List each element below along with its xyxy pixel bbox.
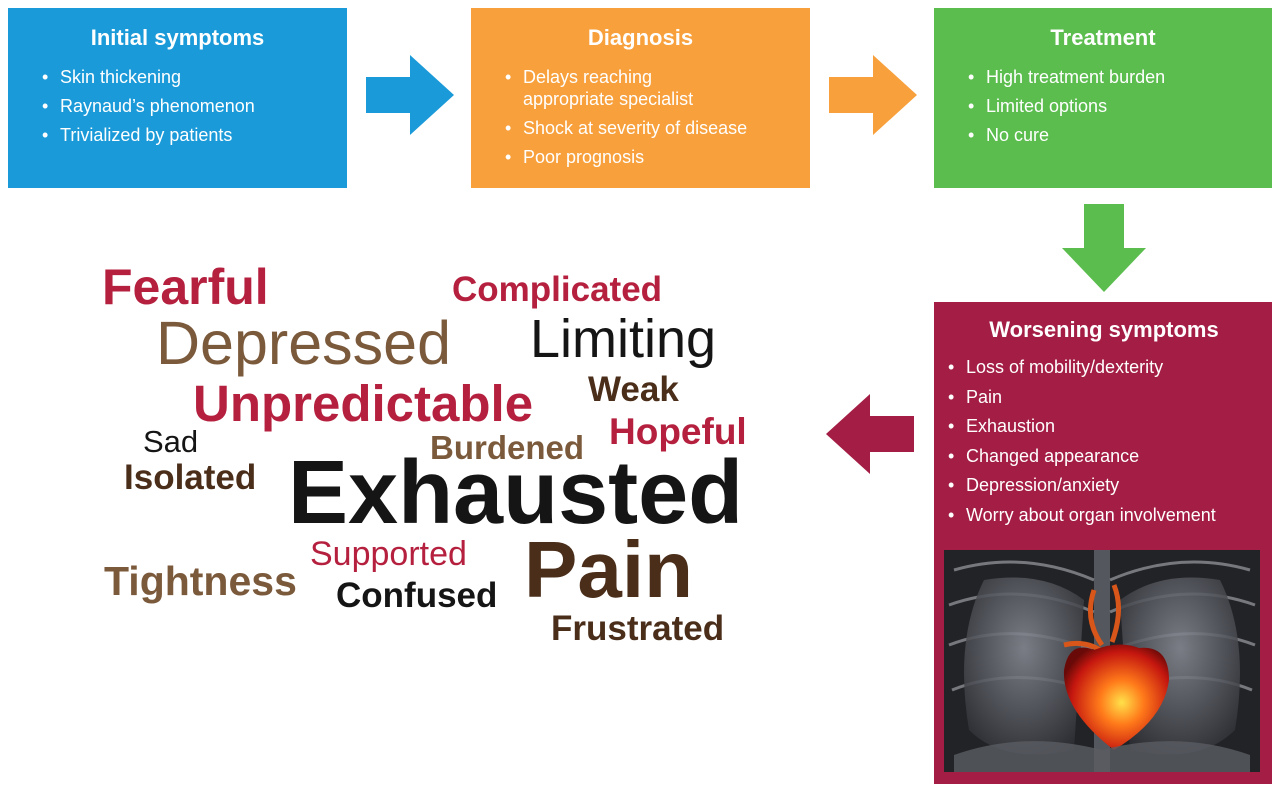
- word-weak: Weak: [588, 370, 679, 409]
- initial-symptoms-box: Initial symptoms Skin thickening Raynaud…: [8, 8, 347, 188]
- list-item: Trivialized by patients: [40, 124, 327, 146]
- list-item: Limited options: [966, 95, 1252, 117]
- word-hopeful: Hopeful: [609, 411, 747, 452]
- list-item: Depression/anxiety: [946, 474, 1262, 496]
- worsening-symptoms-list: Loss of mobility/dexterity Pain Exhausti…: [946, 356, 1262, 526]
- list-item: Changed appearance: [946, 445, 1262, 467]
- treatment-list: High treatment burden Limited options No…: [966, 66, 1252, 146]
- list-item: Poor prognosis: [503, 146, 790, 168]
- diagnosis-box: Diagnosis Delays reaching appropriate sp…: [471, 8, 810, 188]
- diagnosis-list: Delays reaching appropriate specialist S…: [503, 66, 790, 168]
- list-item: Delays reaching appropriate specialist: [503, 66, 713, 110]
- word-confused: Confused: [336, 576, 498, 615]
- initial-symptoms-list: Skin thickening Raynaud’s phenomenon Tri…: [40, 66, 327, 146]
- treatment-title: Treatment: [1050, 25, 1156, 50]
- word-frustrated: Frustrated: [551, 609, 725, 648]
- diagnosis-title: Diagnosis: [587, 25, 694, 50]
- list-item: High treatment burden: [966, 66, 1252, 88]
- arrow-down-icon: [1062, 204, 1146, 292]
- arrow-right-icon: [366, 55, 454, 135]
- list-item: No cure: [966, 124, 1252, 146]
- worsening-symptoms-title: Worsening symptoms: [989, 317, 1219, 342]
- word-fearful: Fearful: [102, 259, 269, 315]
- initial-symptoms-title: Initial symptoms: [90, 25, 265, 50]
- word-burdened: Burdened: [430, 429, 585, 466]
- worsening-symptoms-box: Worsening symptoms Loss of mobility/dext…: [934, 302, 1272, 784]
- word-complicated: Complicated: [452, 270, 663, 309]
- list-item: Pain: [946, 386, 1262, 408]
- word-limiting: Limiting: [530, 309, 717, 369]
- list-item: Worry about organ involvement: [946, 504, 1262, 526]
- list-item: Skin thickening: [40, 66, 327, 88]
- word-sad: Sad: [143, 424, 199, 459]
- list-item: Raynaud’s phenomenon: [40, 95, 327, 117]
- list-item: Loss of mobility/dexterity: [946, 356, 1262, 378]
- word-isolated: Isolated: [124, 458, 257, 497]
- treatment-box: Treatment High treatment burden Limited …: [934, 8, 1272, 188]
- word-supported: Supported: [310, 535, 467, 573]
- word-pain: Pain: [524, 525, 693, 614]
- arrow-right-icon: [829, 55, 917, 135]
- list-item: Shock at severity of disease: [503, 117, 790, 139]
- heart-lungs-xray-image: [944, 550, 1260, 772]
- word-unpredictable: Unpredictable: [193, 375, 534, 432]
- list-item: Exhaustion: [946, 415, 1262, 437]
- arrow-left-icon: [826, 394, 914, 474]
- word-tightness: Tightness: [104, 558, 297, 604]
- word-depressed: Depressed: [156, 309, 451, 377]
- word-exhausted: Exhausted: [288, 443, 744, 543]
